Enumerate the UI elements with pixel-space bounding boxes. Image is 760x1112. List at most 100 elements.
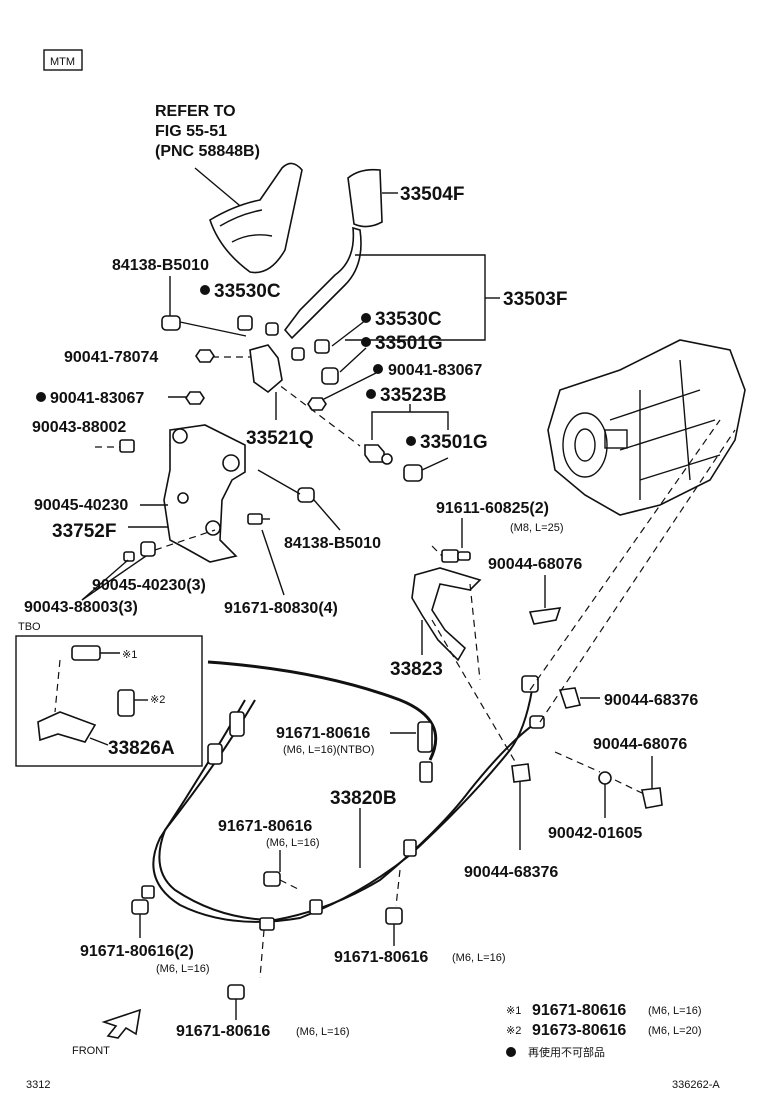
callout-90044-68376-a: 90044-68376 bbox=[604, 692, 698, 709]
pin-84138-top bbox=[161, 315, 181, 331]
refer-line1: REFER TO bbox=[155, 103, 236, 120]
bolt-91671-80830 bbox=[247, 513, 263, 525]
cable-clamp bbox=[403, 839, 417, 857]
callout-84138-bot: 84138-B5010 bbox=[284, 535, 381, 552]
bracket-33826A bbox=[37, 711, 97, 743]
callout-91671-br-spec: (M6, L=16) bbox=[452, 952, 506, 964]
note1-mark: ※1 bbox=[506, 1005, 521, 1017]
reuse-dot bbox=[373, 364, 383, 374]
bolt-91611 bbox=[441, 549, 459, 563]
note3-dot bbox=[506, 1047, 516, 1057]
bolt-91671-br bbox=[385, 907, 403, 925]
dash-91671-br bbox=[395, 869, 401, 907]
callout-91611: 91611-60825(2) bbox=[436, 500, 549, 517]
tbo-mark2: ※2 bbox=[150, 694, 165, 706]
dash-91611 bbox=[431, 545, 443, 557]
shift-knob bbox=[347, 168, 383, 228]
note2-part: 91673-80616 bbox=[532, 1022, 626, 1039]
leader-33826A bbox=[89, 737, 109, 746]
callout-90045-40230-3: 90045-40230(3) bbox=[92, 577, 206, 594]
bushing-90045-40230 bbox=[140, 541, 156, 557]
callout-33501G-b: 33501G bbox=[420, 432, 488, 453]
cable-33820B-b bbox=[152, 689, 533, 923]
cable-socket-b bbox=[207, 743, 223, 765]
clip-90044-68376-b bbox=[511, 763, 531, 783]
callout-33501G-a: 33501G bbox=[375, 333, 443, 354]
callout-33823: 33823 bbox=[390, 659, 443, 680]
callout-33530C-b: 33530C bbox=[375, 309, 442, 330]
front-arrow-icon bbox=[101, 1008, 142, 1039]
note2-spec: (M6, L=20) bbox=[648, 1025, 702, 1037]
shift-lever bbox=[283, 226, 362, 340]
cable-clip-ntbo bbox=[419, 761, 433, 783]
collar-90043-88002 bbox=[119, 439, 135, 453]
housing-bushing-3 bbox=[205, 520, 221, 536]
bolt-91611-tip bbox=[457, 551, 471, 561]
bushing-33530C-a bbox=[237, 315, 253, 331]
refer-line2: FIG 55-51 bbox=[155, 123, 227, 140]
leader-90043-88003-3 bbox=[81, 559, 129, 601]
callout-90041-78074: 90041-78074 bbox=[64, 349, 158, 366]
model-badge: MTM bbox=[43, 49, 83, 71]
note2-mark: ※2 bbox=[506, 1025, 521, 1037]
dash-90044-b bbox=[614, 779, 647, 796]
reuse-dot bbox=[36, 392, 46, 402]
dash-90042 bbox=[554, 751, 601, 773]
callout-91671-bot: 91671-80616 bbox=[176, 1023, 270, 1040]
cable-socket-a bbox=[229, 711, 245, 737]
callout-91671-2-spec: (M6, L=16) bbox=[156, 963, 210, 975]
callout-91671-mid: 91671-80616 bbox=[218, 818, 312, 835]
bracket-33823 bbox=[411, 567, 482, 662]
bushing-33530C-b bbox=[314, 339, 330, 354]
callout-33826A: 33826A bbox=[108, 738, 175, 759]
pin-shaft bbox=[179, 321, 247, 337]
shift-boot-folds bbox=[219, 209, 273, 243]
refer-line3: (PNC 58848B) bbox=[155, 143, 260, 160]
tbo-label: TBO bbox=[18, 621, 41, 633]
callout-33523B: 33523B bbox=[380, 385, 447, 406]
callout-90043-88003-3: 90043-88003(3) bbox=[24, 599, 138, 616]
callout-91671-mid-spec: (M6, L=16) bbox=[266, 837, 320, 849]
callout-33820B: 33820B bbox=[330, 788, 397, 809]
bolt-91671-2-tip bbox=[141, 885, 155, 899]
reuse-dot bbox=[361, 313, 371, 323]
leader-84138-bot bbox=[313, 499, 341, 531]
callout-91611-spec: (M8, L=25) bbox=[510, 522, 564, 534]
ball-end bbox=[381, 453, 393, 465]
assembly-axis bbox=[261, 371, 361, 447]
footer-figure-id: 336262-A bbox=[672, 1079, 720, 1091]
transmission bbox=[547, 339, 746, 516]
leader-90045-40230-3 bbox=[81, 555, 147, 601]
pin-84138-bottom bbox=[297, 487, 315, 503]
ball-joint bbox=[364, 444, 385, 463]
clip-90044-68076-a bbox=[528, 607, 562, 625]
callout-90044-68076-b: 90044-68076 bbox=[593, 736, 687, 753]
callout-84138-top: 84138-B5010 bbox=[112, 257, 209, 274]
callout-33530C-a: 33530C bbox=[214, 281, 281, 302]
nut-90041-78074 bbox=[195, 349, 215, 363]
washer-90042-01605 bbox=[598, 771, 612, 785]
note3-text: 再使用不可部品 bbox=[528, 1045, 605, 1059]
callout-91671-2: 91671-80616(2) bbox=[80, 943, 194, 960]
nut-90041-83067-r bbox=[307, 397, 327, 411]
leader-33501G-b bbox=[421, 457, 449, 471]
cable-end-lower bbox=[529, 715, 545, 729]
leader-33501G-a bbox=[339, 347, 367, 373]
callout-91671-80830: 91671-80830(4) bbox=[224, 600, 338, 617]
callout-33504F: 33504F bbox=[400, 184, 464, 205]
shift-boot bbox=[209, 162, 303, 274]
tbo-box bbox=[15, 635, 203, 767]
reuse-dot bbox=[366, 389, 376, 399]
dash-trans-2 bbox=[539, 429, 736, 723]
front-label: FRONT bbox=[72, 1045, 110, 1057]
cable-clamp-2 bbox=[309, 899, 323, 915]
callout-90041-83067-l: 90041-83067 bbox=[50, 390, 144, 407]
bolt-91671-2 bbox=[131, 899, 149, 915]
clip-90044-68376-a bbox=[558, 687, 582, 709]
housing-bushing-2 bbox=[222, 454, 240, 472]
tbo-bolt-1 bbox=[71, 645, 101, 661]
collar-90043-88003 bbox=[123, 551, 135, 562]
housing-33752F bbox=[163, 424, 246, 563]
note1-part: 91671-80616 bbox=[532, 1002, 626, 1019]
